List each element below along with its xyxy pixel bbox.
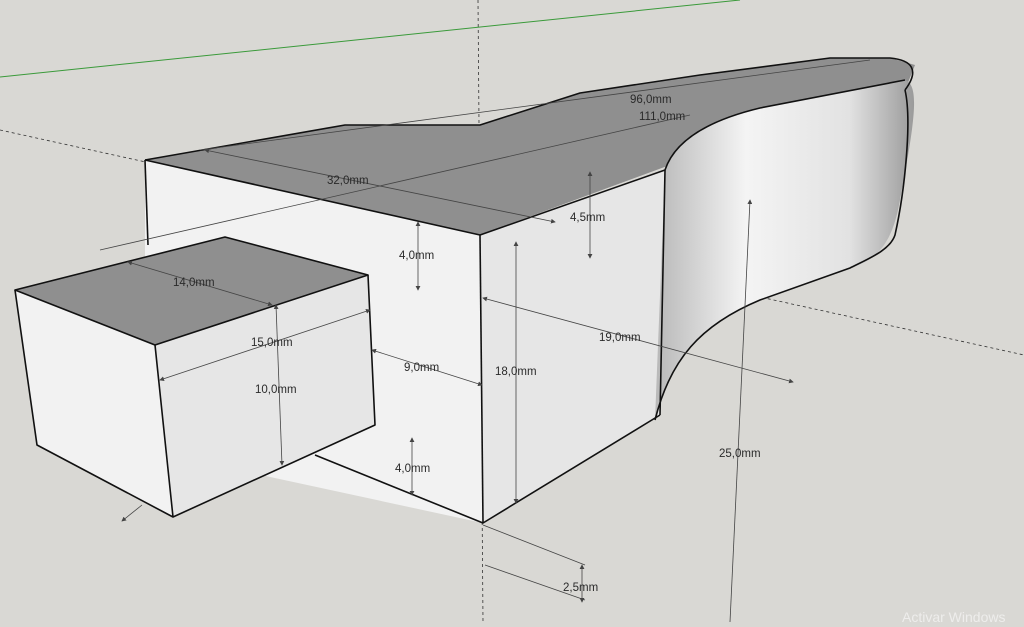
dim-label-15: 15,0mm [251, 337, 293, 349]
dim-label-96: 96,0mm [630, 94, 672, 106]
activation-watermark: Activar Windows [902, 609, 1006, 625]
dim-label-18: 18,0mm [495, 366, 537, 378]
dimension-lines [99, 59, 871, 623]
dim-label-4-bottom: 4,0mm [395, 463, 430, 475]
dim-label-4-top: 4,0mm [399, 250, 434, 262]
curved-surface [655, 80, 915, 420]
dim-label-19: 19,0mm [599, 332, 641, 344]
small-block-front-face [15, 290, 173, 517]
dim-label-9: 9,0mm [404, 362, 439, 374]
dim-label-14: 14,0mm [173, 277, 215, 289]
dim-label-111: 111,0mm [639, 111, 685, 123]
green-axis [0, 0, 741, 78]
dim-label-32: 32,0mm [327, 175, 369, 187]
dim-label-4-5: 4,5mm [570, 212, 605, 224]
dim-label-2-5: 2,5mm [563, 582, 598, 594]
dimension-labels: 96,0mm 111,0mm 32,0mm 4,5mm 4,0mm 14,0mm… [173, 94, 761, 594]
dim-label-25: 25,0mm [719, 448, 761, 460]
dim-label-10: 10,0mm [255, 384, 297, 396]
